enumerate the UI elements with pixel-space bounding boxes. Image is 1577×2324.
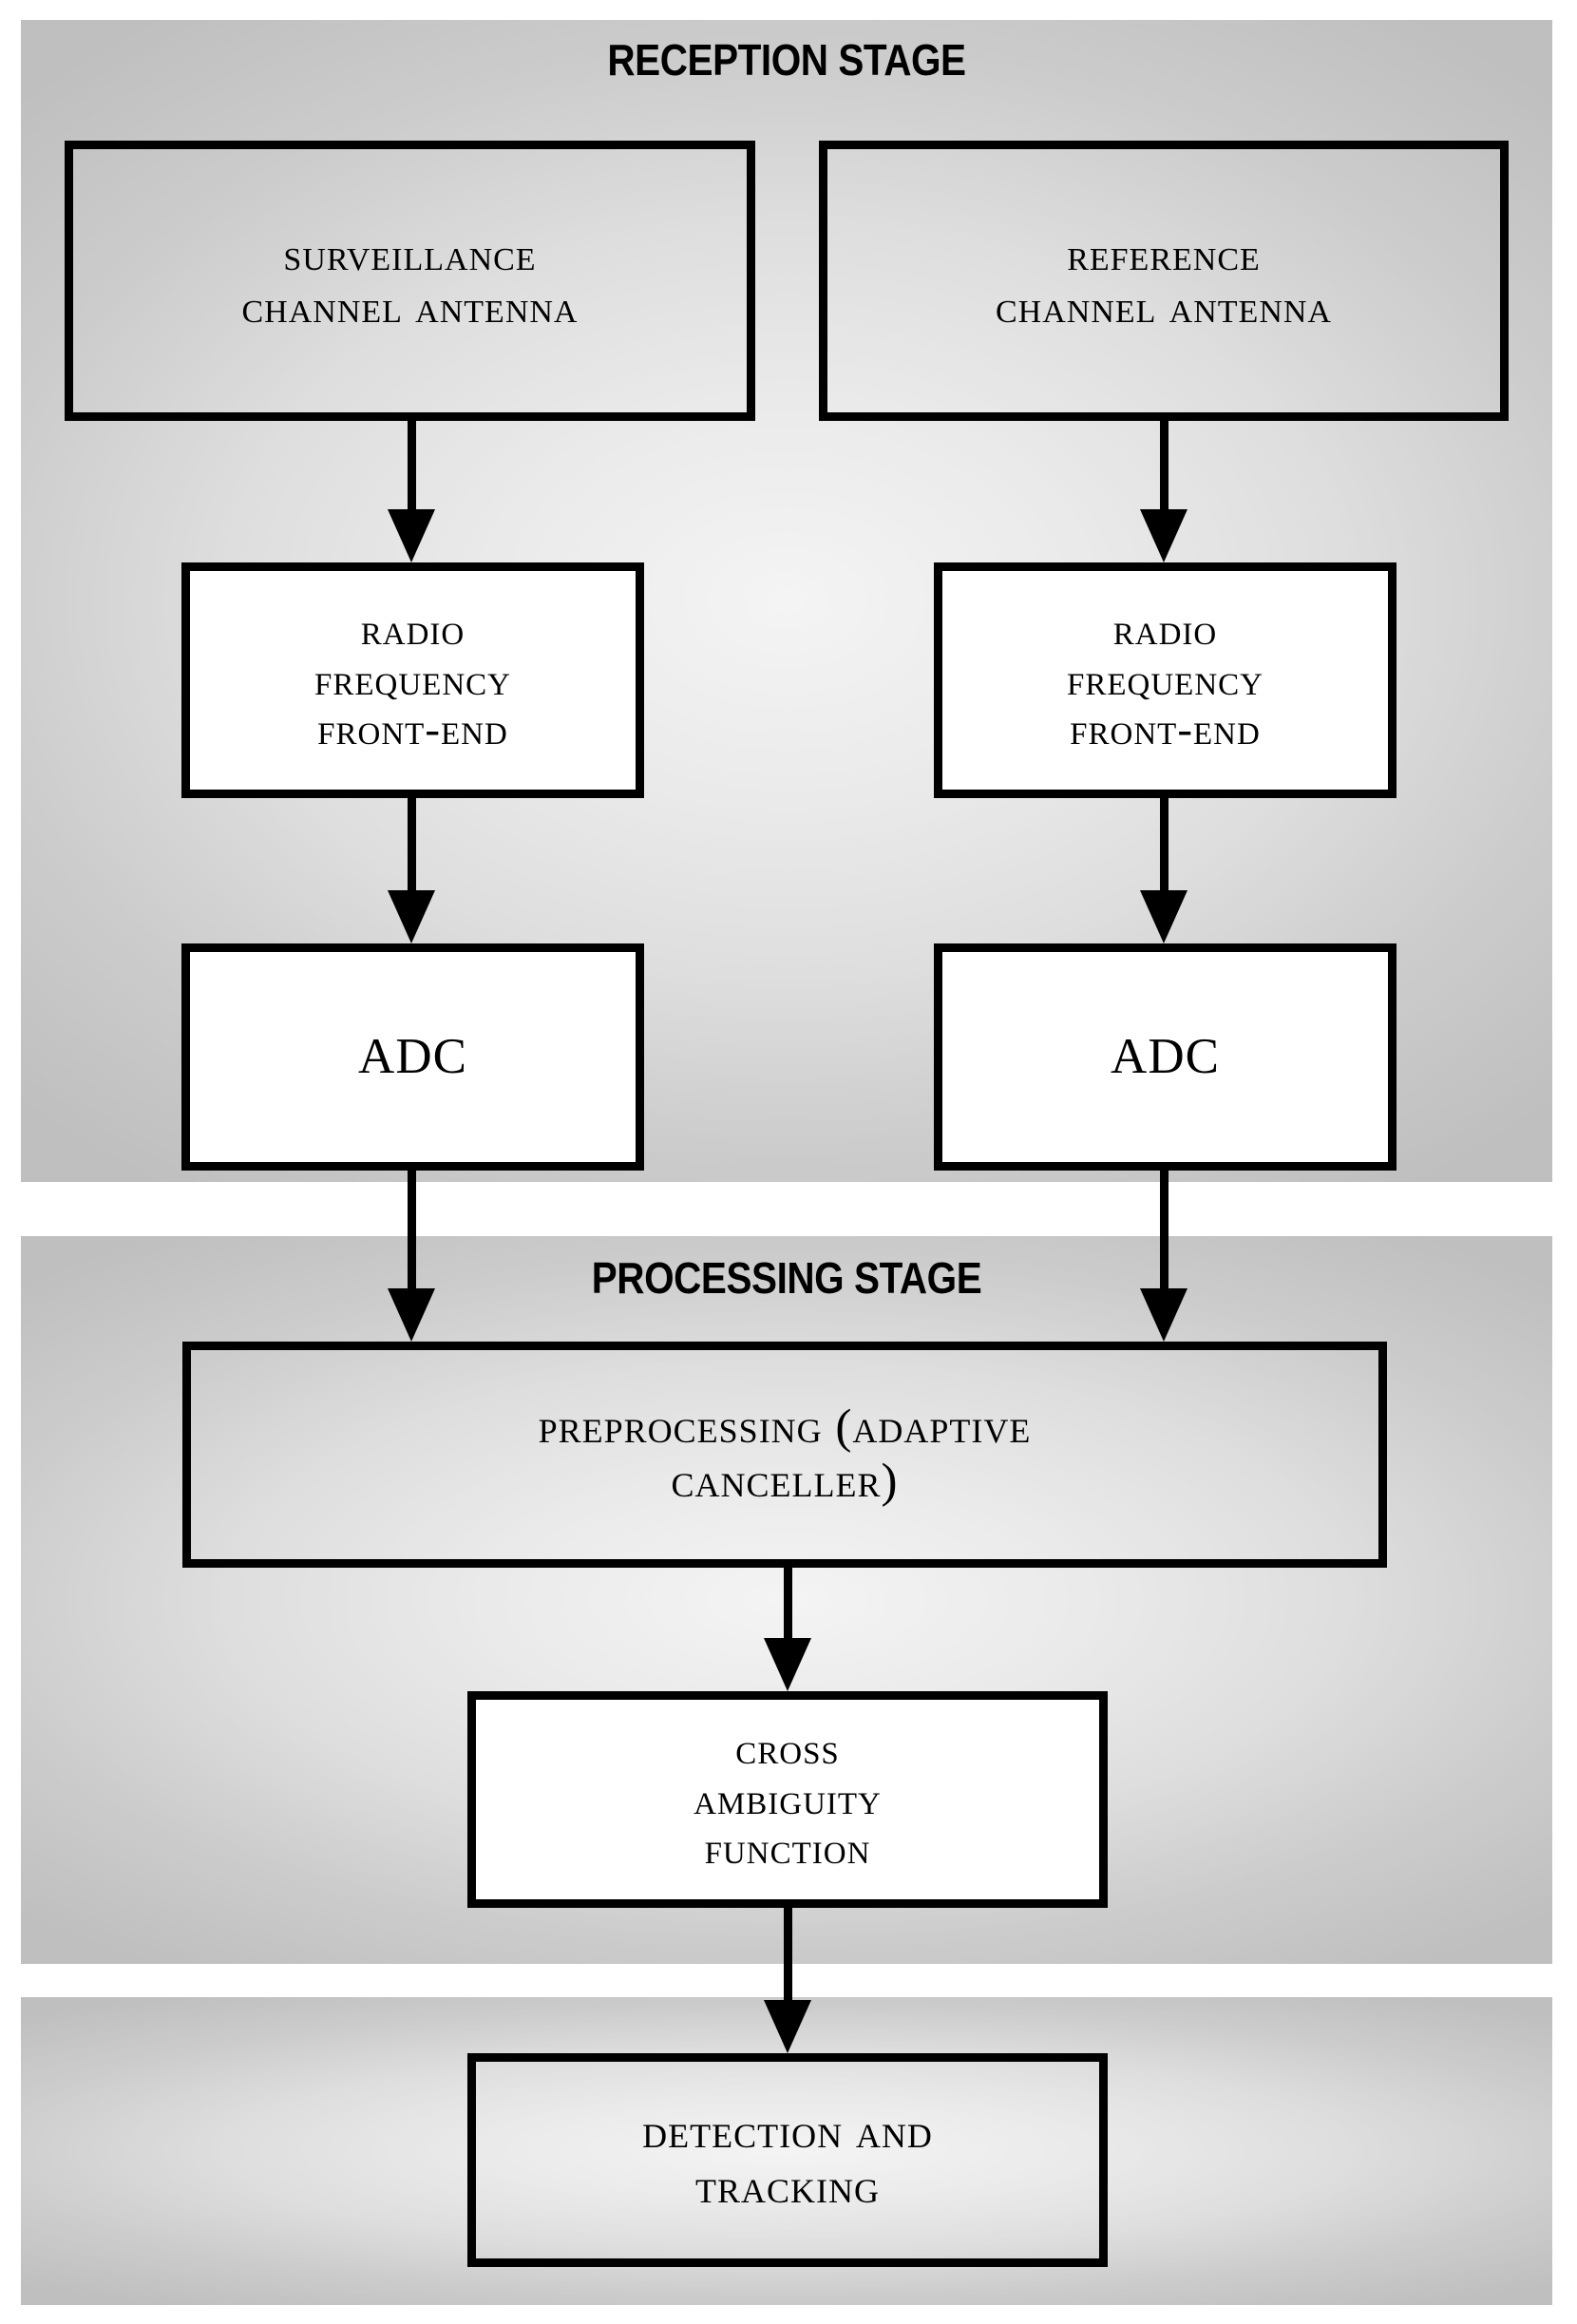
rf-frontend-left-label-line3: front-end (317, 705, 508, 755)
adc-left-label: ADC (358, 1028, 467, 1084)
reference-antenna-label-line2: Channel Antenna (996, 279, 1332, 333)
detection-and-tracking-box: Detection and Tracking (467, 2053, 1108, 2267)
caf-label-line3: Function (704, 1824, 871, 1875)
arrow-adc-right-to-preprocessing (1140, 1171, 1188, 1342)
rf-frontend-left-label-line1: Radio (360, 605, 466, 656)
adc-left-box: ADC (181, 943, 644, 1171)
arrow-preprocessing-to-caf (764, 1568, 811, 1691)
surveillance-channel-antenna-box: Surveillance Channel Antenna (65, 141, 755, 421)
reference-antenna-label-line1: Reference (1067, 227, 1261, 280)
arrow-adc-left-to-preprocessing (388, 1171, 435, 1342)
arrow-reference-to-rf-right (1140, 421, 1188, 562)
processing-stage-title: PROCESSING STAGE (591, 1253, 982, 1303)
rf-frontend-left-box: Radio Frequency front-end (181, 562, 644, 798)
arrow-surveillance-to-rf-left (388, 421, 435, 562)
surveillance-antenna-label-line1: Surveillance (283, 227, 537, 280)
adc-right-box: ADC (934, 943, 1396, 1171)
caf-label-line2: Ambiguity (694, 1774, 882, 1824)
arrow-caf-to-detection (764, 1908, 811, 2053)
preprocessing-box: Preprocessing (Adaptive canceller) (182, 1342, 1387, 1568)
rf-frontend-right-label-line1: Radio (1112, 605, 1218, 656)
rf-frontend-right-box: Radio Frequency Front-End (934, 562, 1396, 798)
preprocessing-label-line2: canceller) (671, 1455, 899, 1508)
adc-right-label: ADC (1111, 1028, 1220, 1084)
rf-frontend-right-label-line3: Front-End (1070, 705, 1261, 755)
detection-label-line2: Tracking (695, 2160, 880, 2214)
preprocessing-label-line1: Preprocessing (Adaptive (538, 1400, 1032, 1454)
rf-frontend-right-label-line2: Frequency (1066, 655, 1264, 705)
caf-label-line1: Cross (735, 1724, 840, 1775)
cross-ambiguity-function-box: Cross Ambiguity Function (467, 1691, 1108, 1908)
reception-stage-title: RECEPTION STAGE (607, 35, 966, 85)
arrow-rf-left-to-adc-left (388, 798, 435, 943)
reference-channel-antenna-box: Reference Channel Antenna (819, 141, 1509, 421)
detection-label-line1: Detection and (642, 2105, 933, 2160)
rf-frontend-left-label-line2: Frequency (314, 655, 512, 705)
arrow-rf-right-to-adc-right (1140, 798, 1188, 943)
surveillance-antenna-label-line2: Channel Antenna (241, 279, 579, 333)
